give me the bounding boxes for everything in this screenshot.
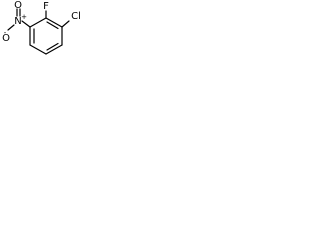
ring-double-bond-2 xyxy=(46,42,59,51)
benzene-ring xyxy=(29,17,63,55)
nitro-oxygen-bottom-label: O xyxy=(2,33,10,44)
structure-diagram: F Cl N + O - O xyxy=(2,0,81,55)
bond-nitro-oxygen-bottom xyxy=(7,24,15,31)
fluorine-label: F xyxy=(43,1,49,12)
ring-bond-4 xyxy=(29,44,47,55)
ring-double-bond-1 xyxy=(46,21,59,30)
nitro-oxygen-top-label: O xyxy=(14,0,22,11)
ring-bond-3 xyxy=(45,44,63,55)
nitro-nitrogen-label: N xyxy=(14,16,21,27)
nitro-minus-charge: - xyxy=(4,29,7,37)
ring-bond-1 xyxy=(45,17,63,28)
chlorine-label: Cl xyxy=(71,11,81,22)
bond-to-chlorine xyxy=(61,20,70,28)
nitro-plus-charge: + xyxy=(21,13,27,21)
ring-bond-6 xyxy=(29,17,47,28)
bond-to-nitro xyxy=(21,20,31,28)
